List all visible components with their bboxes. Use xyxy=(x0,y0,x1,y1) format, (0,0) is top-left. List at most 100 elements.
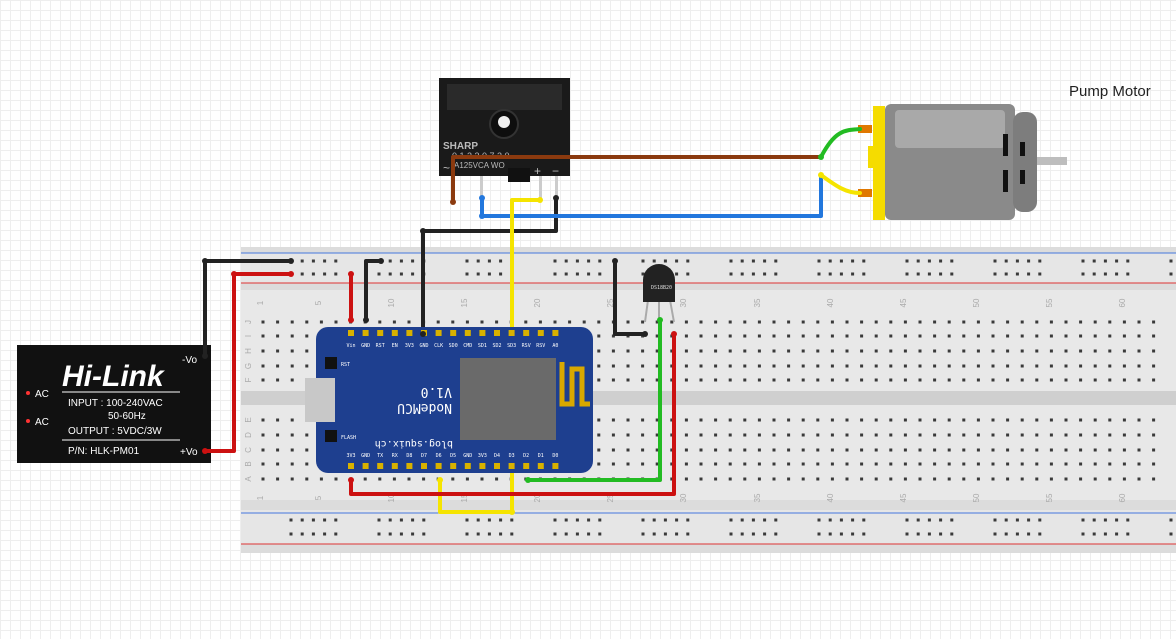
sensor-leg-1 xyxy=(480,176,483,198)
temp-sensor-label: DS18B20 xyxy=(651,285,672,291)
sensor-hole xyxy=(498,116,510,128)
breadboard-hole xyxy=(655,462,659,466)
breadboard-hole xyxy=(816,433,820,437)
rail-hole xyxy=(1169,272,1173,276)
rail-hole xyxy=(828,532,832,536)
sensor-marks: A125VCA WO xyxy=(454,161,505,170)
power-module-part: P/N: HLK-PM01 xyxy=(68,446,140,457)
breadboard-hole xyxy=(305,320,309,324)
column-number-bottom: 40 xyxy=(826,493,835,502)
breadboard-hole xyxy=(816,477,820,481)
mcu-top-pin-label: Vin xyxy=(346,343,355,349)
rail-hole xyxy=(499,518,503,522)
rail-hole xyxy=(377,518,381,522)
breadboard-hole xyxy=(1035,349,1039,353)
breadboard-hole xyxy=(743,477,747,481)
column-number-bottom: 15 xyxy=(460,493,469,502)
rail-hole xyxy=(939,532,943,536)
breadboard-hole xyxy=(1108,334,1112,338)
mcu-top-pin-label: GND xyxy=(419,343,428,349)
breadboard-hole xyxy=(933,349,937,353)
motor-terminal-1 xyxy=(858,125,872,133)
sensor-plus: + xyxy=(534,164,541,178)
wire-end-dot xyxy=(818,172,824,178)
breadboard-hole xyxy=(976,364,980,368)
breadboard-hole xyxy=(728,349,732,353)
breadboard-hole xyxy=(1079,378,1083,382)
rail-hole xyxy=(465,272,469,276)
breadboard-hole xyxy=(962,378,966,382)
column-number-top: 1 xyxy=(256,300,265,305)
breadboard-hole xyxy=(860,320,864,324)
breadboard-hole xyxy=(276,433,280,437)
wire-end-dot xyxy=(202,353,208,359)
breadboard-hole xyxy=(1006,448,1010,452)
breadboard-hole xyxy=(1152,378,1156,382)
breadboard-hole xyxy=(830,334,834,338)
rail-hole xyxy=(598,259,602,263)
breadboard-hole xyxy=(772,477,776,481)
breadboard-hole xyxy=(597,418,601,422)
power-module-body xyxy=(17,345,211,463)
breadboard-hole xyxy=(276,334,280,338)
rail-hole xyxy=(675,518,679,522)
breadboard-hole xyxy=(933,320,937,324)
breadboard-hole xyxy=(611,349,615,353)
breadboard-hole xyxy=(641,320,645,324)
rail-hole xyxy=(575,518,579,522)
rail-hole xyxy=(300,532,304,536)
rail-hole xyxy=(663,518,667,522)
breadboard-hole xyxy=(757,334,761,338)
rail-hole xyxy=(774,272,778,276)
wire-green-motor-lead xyxy=(819,127,862,159)
breadboard-hole xyxy=(1093,477,1097,481)
breadboard-hole xyxy=(830,462,834,466)
breadboard-hole xyxy=(743,378,747,382)
wire-black-temp-gnd xyxy=(613,259,647,336)
breadboard-hole xyxy=(714,349,718,353)
rail-hole xyxy=(916,518,920,522)
row-letter: H xyxy=(244,348,253,354)
rail-hole xyxy=(851,532,855,536)
breadboard-hole xyxy=(816,364,820,368)
breadboard-hole xyxy=(626,462,630,466)
rail-hole xyxy=(927,532,931,536)
breadboard-hole xyxy=(860,448,864,452)
rail-hole xyxy=(334,272,338,276)
breadboard-hole xyxy=(743,462,747,466)
wire-end-dot xyxy=(642,331,648,337)
rail-hole xyxy=(1004,532,1008,536)
breadboard-hole xyxy=(1049,334,1053,338)
breadboard-hole xyxy=(903,418,907,422)
column-number-bottom: 10 xyxy=(387,493,396,502)
mcu-bottom-pin-label: 3V3 xyxy=(478,453,487,459)
breadboard-hole xyxy=(801,364,805,368)
breadboard-hole xyxy=(874,477,878,481)
breadboard-hole xyxy=(962,349,966,353)
breadboard-hole xyxy=(787,320,791,324)
mcu-bottom-pin xyxy=(552,463,559,469)
breadboard-hole xyxy=(976,349,980,353)
breadboard-hole xyxy=(1049,349,1053,353)
breadboard-hole xyxy=(991,477,995,481)
column-number-bottom: 50 xyxy=(972,493,981,502)
rail-hole xyxy=(641,532,645,536)
breadboard-hole xyxy=(480,320,484,324)
wire-end-dot xyxy=(288,258,294,264)
breadboard-hole xyxy=(597,349,601,353)
breadboard-hole xyxy=(757,364,761,368)
rail-hole xyxy=(851,259,855,263)
mcu-top-pin xyxy=(523,330,530,336)
breadboard-hole xyxy=(699,349,703,353)
rst-button[interactable] xyxy=(325,357,337,369)
breadboard-hole xyxy=(728,433,732,437)
breadboard-hole xyxy=(845,320,849,324)
mcu-bottom-pin-label: D1 xyxy=(538,453,544,459)
rail-hole xyxy=(862,272,866,276)
breadboard-hole xyxy=(655,433,659,437)
rail-hole xyxy=(1126,532,1130,536)
flash-button[interactable] xyxy=(325,430,337,442)
wire-end-dot xyxy=(525,477,531,483)
